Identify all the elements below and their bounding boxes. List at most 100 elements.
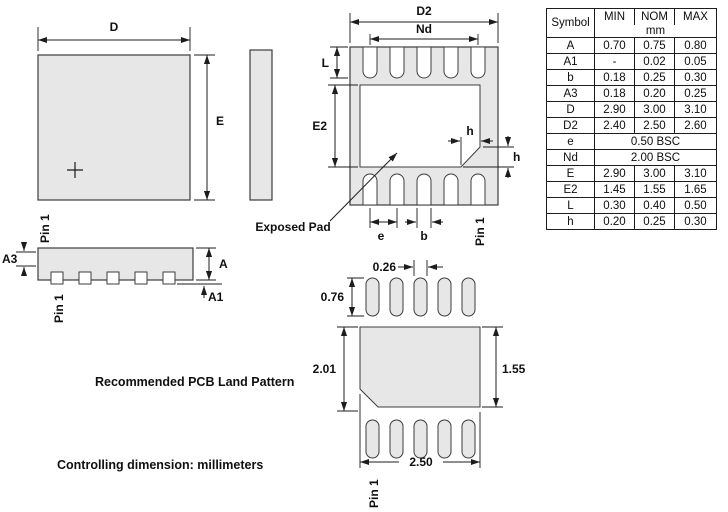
nom-cell: 0.20 bbox=[634, 85, 675, 102]
unit-cell: mm bbox=[594, 24, 717, 38]
dimension-h-chamfer: h bbox=[448, 124, 493, 165]
terminal-pad bbox=[470, 173, 486, 206]
dim-label-E2: E2 bbox=[312, 119, 327, 133]
bottom-view: D2 Nd L E2 h bbox=[255, 4, 520, 246]
min-cell: 2.90 bbox=[594, 165, 635, 182]
dim-label-E: E bbox=[216, 114, 224, 128]
min-cell: 0.18 bbox=[594, 85, 635, 102]
table-row: e 0.50 BSC bbox=[546, 133, 717, 150]
dim-label-A: A bbox=[219, 257, 228, 271]
pin1-label-side-view: Pin 1 bbox=[52, 294, 66, 323]
dimension-A: A bbox=[196, 247, 228, 281]
nom-cell: 0.75 bbox=[634, 37, 675, 54]
dimension-Nd: Nd bbox=[369, 22, 479, 45]
symbol-cell: A1 bbox=[546, 53, 595, 70]
top-view: D E Pin 1 bbox=[37, 20, 224, 243]
table-row: L 0.30 0.40 0.50 bbox=[546, 197, 717, 214]
nom-cell: 0.25 bbox=[634, 69, 675, 86]
nom-cell: 2.50 bbox=[634, 117, 675, 134]
dimension-e: e bbox=[369, 208, 398, 243]
max-cell: 0.30 bbox=[674, 213, 717, 230]
nom-cell: 0.02 bbox=[634, 53, 675, 70]
dimension-A1: A1 bbox=[177, 283, 224, 304]
table-row: D 2.90 3.00 3.10 bbox=[546, 101, 717, 118]
symbol-cell: E2 bbox=[546, 181, 595, 198]
terminal-pad bbox=[362, 46, 378, 79]
table-row: h 0.20 0.25 0.30 bbox=[546, 213, 717, 230]
header-min: MIN bbox=[594, 8, 635, 25]
min-cell: 0.18 bbox=[594, 69, 635, 86]
dimension-L: L bbox=[322, 46, 348, 79]
table-row: E2 1.45 1.55 1.65 bbox=[546, 181, 717, 198]
max-cell: 0.80 bbox=[674, 37, 717, 54]
terminal-pad bbox=[443, 173, 459, 206]
header-nom: NOM bbox=[634, 8, 675, 25]
max-cell: 0.50 bbox=[674, 197, 717, 214]
dimension-pad-width: 0.26 bbox=[373, 260, 443, 276]
symbol-cell: b bbox=[546, 69, 595, 86]
table-row: E 2.90 3.00 3.10 bbox=[546, 165, 717, 182]
min-cell: 0.30 bbox=[594, 197, 635, 214]
dimension-E: E bbox=[194, 54, 224, 201]
nom-cell: 3.00 bbox=[634, 101, 675, 118]
dimension-pad-length: 0.76 bbox=[321, 277, 364, 317]
dim-label-D: D bbox=[110, 20, 119, 34]
terminal-pad bbox=[416, 46, 432, 79]
center-cross-mark bbox=[67, 162, 83, 178]
land-pad bbox=[389, 277, 404, 317]
max-cell: 3.10 bbox=[674, 165, 717, 182]
lead-terminal bbox=[78, 271, 92, 285]
dim-label-Nd: Nd bbox=[416, 22, 432, 36]
dimension-D: D bbox=[37, 20, 191, 51]
pin1-label-land-pattern: Pin 1 bbox=[367, 479, 381, 508]
land-pad bbox=[437, 419, 452, 459]
land-pad bbox=[461, 419, 476, 459]
dimension-b: b bbox=[405, 208, 443, 243]
dim-label-0.26: 0.26 bbox=[373, 260, 397, 274]
terminal-pad bbox=[443, 46, 459, 79]
dim-label-D2: D2 bbox=[416, 4, 432, 18]
dim-label-0.76: 0.76 bbox=[321, 290, 345, 304]
symbol-cell: A bbox=[546, 37, 595, 54]
lead-terminal bbox=[106, 271, 120, 285]
max-cell: 0.30 bbox=[674, 69, 717, 86]
exposed-pad bbox=[359, 84, 481, 168]
exposed-pad-callout: Exposed Pad bbox=[255, 152, 398, 234]
land-pad bbox=[413, 277, 428, 317]
lead-terminal bbox=[134, 271, 148, 285]
lead-terminal bbox=[162, 271, 176, 285]
symbol-cell: D bbox=[546, 101, 595, 118]
package-outline-drawing: D E Pin 1 bbox=[2, 4, 526, 508]
symbol-cell: h bbox=[546, 213, 595, 230]
dimension-overall-width: 2.50 bbox=[359, 394, 481, 469]
land-pad bbox=[461, 277, 476, 317]
symbol-cell: e bbox=[546, 133, 595, 150]
terminal-pad bbox=[389, 46, 405, 79]
land-pad bbox=[365, 277, 380, 317]
min-cell: 0.70 bbox=[594, 37, 635, 54]
max-cell: 2.60 bbox=[674, 117, 717, 134]
symbol-cell: D2 bbox=[546, 117, 595, 134]
symbol-cell: L bbox=[546, 197, 595, 214]
dimension-D2: D2 bbox=[349, 4, 499, 43]
table-row: b 0.18 0.25 0.30 bbox=[546, 69, 717, 86]
package-body-top-view bbox=[37, 54, 191, 201]
dimension-A3: A3 bbox=[2, 242, 36, 276]
dimension-height-left: 2.01 bbox=[313, 326, 358, 412]
min-cell: 0.20 bbox=[594, 213, 635, 230]
dim-label-2.50: 2.50 bbox=[409, 455, 433, 469]
max-cell: 1.65 bbox=[674, 181, 717, 198]
table-row: A3 0.18 0.20 0.25 bbox=[546, 85, 717, 102]
land-pad bbox=[365, 419, 380, 459]
side-view-plain bbox=[249, 49, 273, 201]
terminal-pad bbox=[362, 173, 378, 206]
land-pad bbox=[389, 419, 404, 459]
land-pad bbox=[437, 277, 452, 317]
dim-label-h: h bbox=[513, 150, 520, 164]
symbol-cell: Nd bbox=[546, 149, 595, 166]
symbol-cell: A3 bbox=[546, 85, 595, 102]
nom-cell: 3.00 bbox=[634, 165, 675, 182]
lead-terminal bbox=[50, 271, 64, 285]
terminal-pad bbox=[389, 173, 405, 206]
